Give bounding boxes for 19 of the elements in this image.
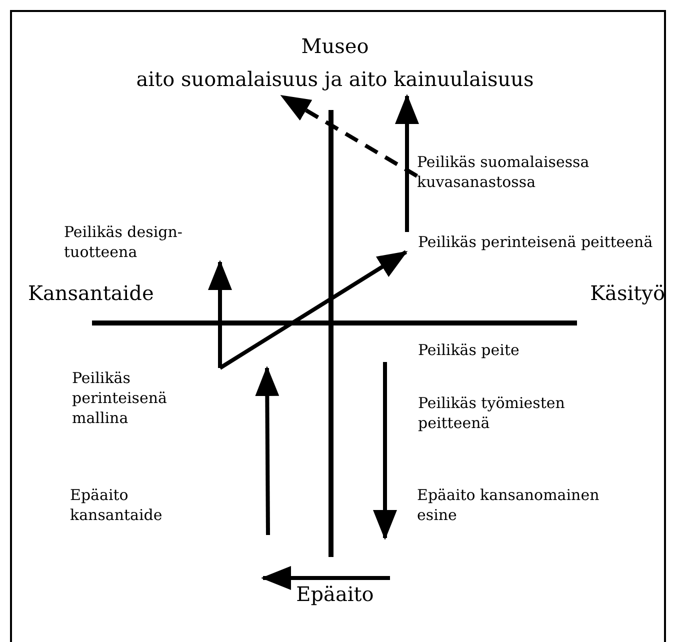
text-label: Epäaito kansanomainen esine [383, 485, 617, 525]
text-label: Peilikäs design-tuotteena [64, 222, 229, 262]
text-label: Peilikäs työmiesten peitteenä [418, 393, 608, 433]
text-label: Peilikäs suomalaisessa kuvasanastossa [417, 152, 662, 192]
arrow [208, 260, 232, 368]
heading: Museo [301, 33, 369, 60]
text-label: Epäaito kansantaide [70, 485, 210, 525]
text-label: Kansantaide [28, 277, 208, 310]
dashed-arrow [280, 94, 418, 178]
text-label: Peilikäs perinteisenä peitteenä [406, 232, 663, 252]
arrow [373, 362, 397, 540]
text-label: aito suomalaisuus ja aito kainuulaisuus [136, 66, 534, 93]
text-label: Peilikäs perinteisenä mallina [72, 368, 222, 428]
text-label: Epäaito [240, 578, 430, 611]
text-label: Peilikäs peite [380, 340, 620, 360]
arrow [261, 566, 390, 590]
arrow [218, 250, 408, 370]
arrow [395, 94, 419, 232]
text-label: Käsityö [540, 277, 665, 310]
